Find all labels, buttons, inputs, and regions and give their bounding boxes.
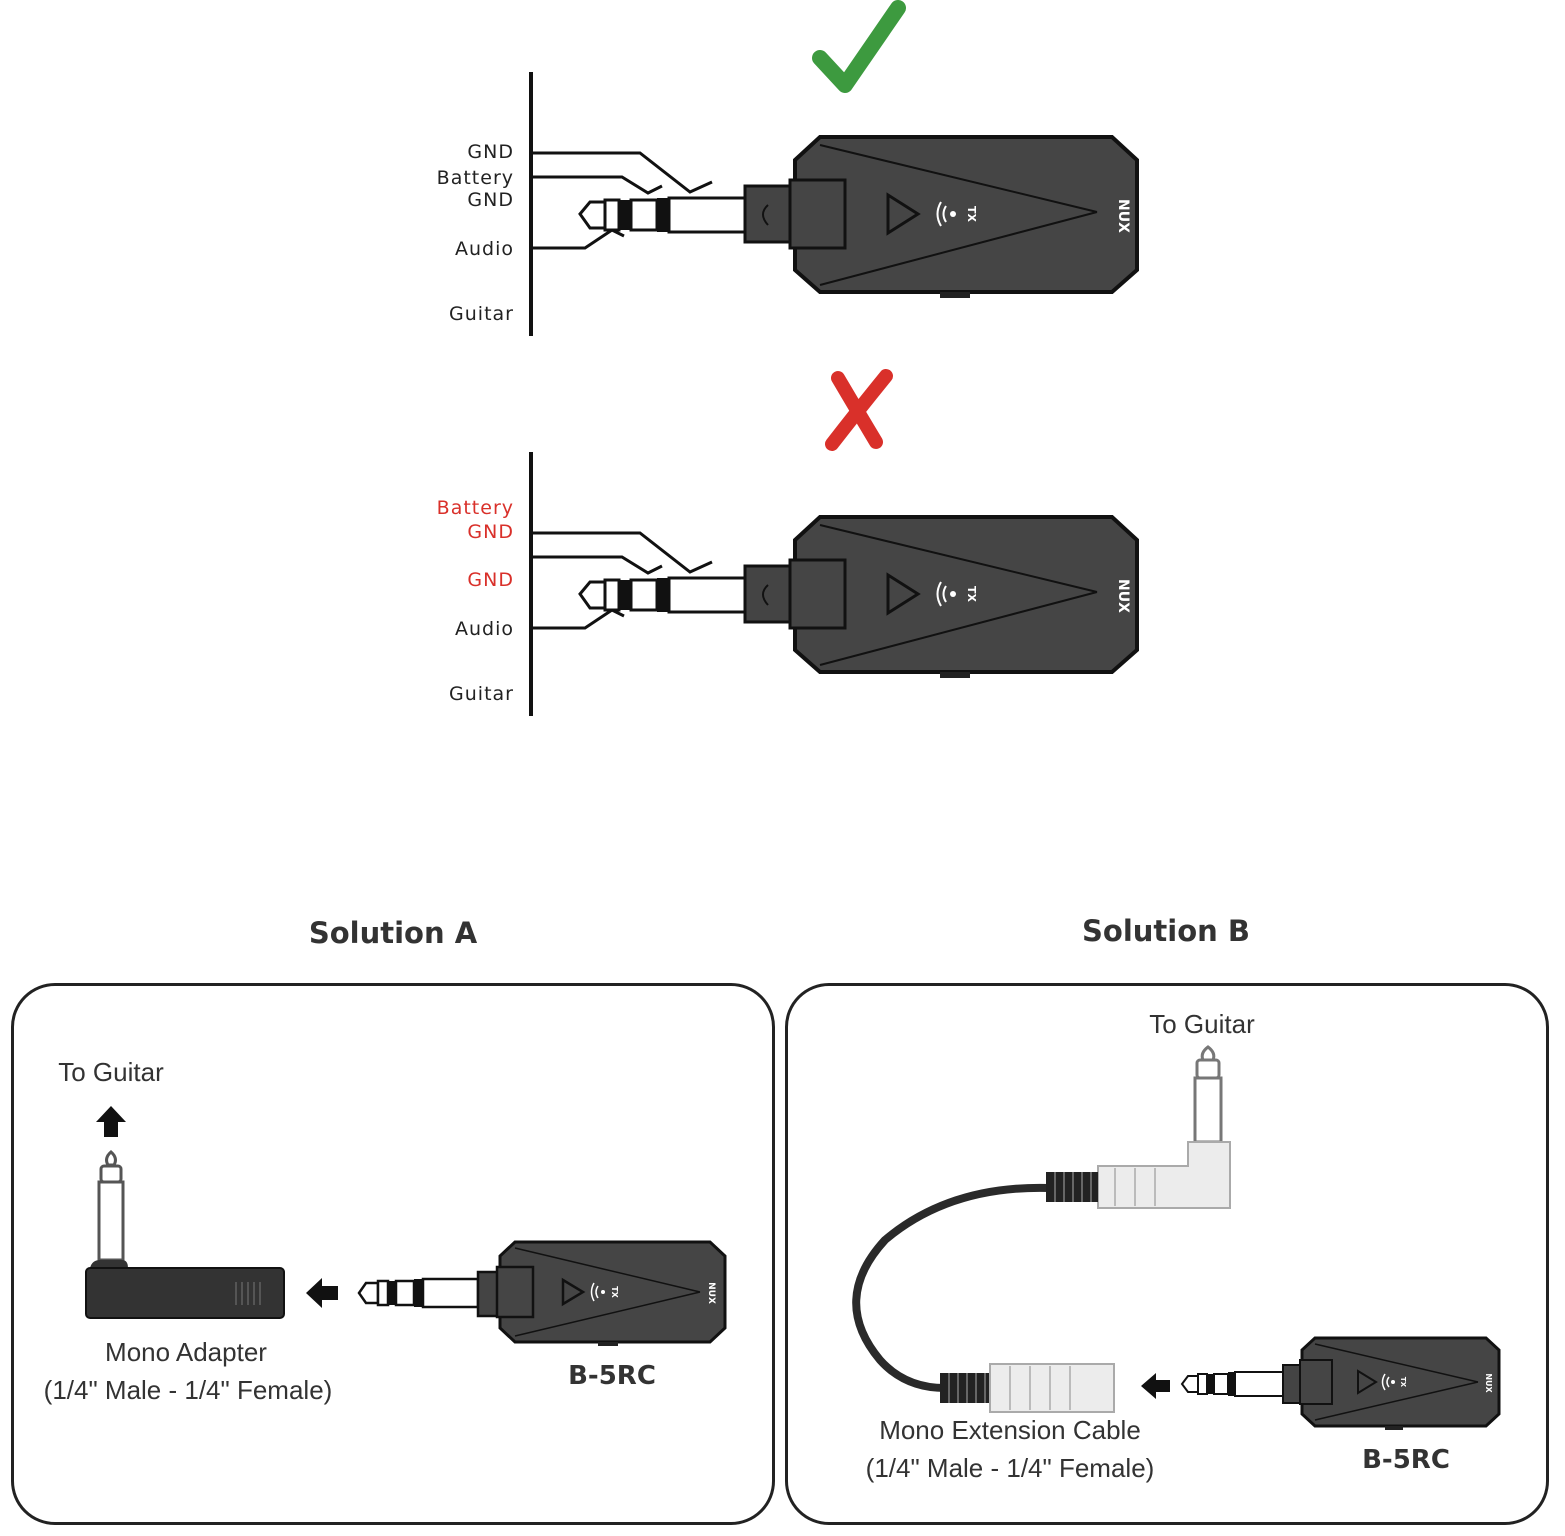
arrow-left-icon <box>1141 1373 1170 1399</box>
b5rc-device: TX NUX <box>476 1240 727 1346</box>
device-brand: NUX <box>1484 1373 1493 1393</box>
device-badge: TX <box>610 1286 619 1298</box>
cross-icon <box>825 369 893 451</box>
incorrect-wiring-diagram: TX NUX <box>529 452 1139 716</box>
correct-label-battery: Battery <box>436 167 514 189</box>
solution-a-to-guitar: To Guitar <box>58 1057 164 1087</box>
incorrect-label-battery-gnd: GND <box>467 521 514 543</box>
correct-label-audio: Audio <box>454 238 514 260</box>
solution-a-device-name: B-5RC <box>568 1361 656 1391</box>
incorrect-label-battery: Battery <box>436 497 514 519</box>
solution-b-title: Solution B <box>1082 914 1250 948</box>
device-brand: NUX <box>1115 199 1131 233</box>
arrow-left-icon <box>306 1278 338 1308</box>
solution-b-cable-spec: (1/4" Male - 1/4" Female) <box>865 1453 1155 1483</box>
incorrect-label-gnd: GND <box>467 569 514 591</box>
solution-a-adapter-spec: (1/4" Male - 1/4" Female) <box>43 1375 333 1405</box>
device-badge: TX <box>1399 1377 1407 1388</box>
correct-label-battery-gnd: GND <box>467 189 514 211</box>
correct-label-guitar: Guitar <box>449 303 514 325</box>
device-brand: NUX <box>706 1282 716 1304</box>
solution-b-to-guitar: To Guitar <box>1149 1009 1255 1039</box>
solution-b-panel <box>785 983 1549 1525</box>
transmitter-device: TX NUX <box>743 135 1139 298</box>
solution-b-device-name: B-5RC <box>1362 1445 1450 1475</box>
incorrect-label-guitar: Guitar <box>449 683 514 705</box>
correct-label-gnd: GND <box>467 141 514 163</box>
solution-a-title: Solution A <box>308 916 478 950</box>
b5rc-device: TX NUX <box>1282 1336 1501 1430</box>
solution-b-cable-name: Mono Extension Cable <box>879 1415 1141 1445</box>
arrow-up-icon <box>96 1106 126 1137</box>
device-badge: TX <box>965 586 978 603</box>
incorrect-label-audio: Audio <box>454 618 514 640</box>
device-brand: NUX <box>1115 579 1131 613</box>
device-badge: TX <box>965 206 978 223</box>
correct-wiring-diagram: TX NUX <box>529 72 1139 336</box>
solution-a-illustration: TX NUX <box>85 1106 727 1346</box>
solution-b-illustration: TX NUX <box>852 1045 1501 1430</box>
transmitter-device: TX NUX <box>743 515 1139 678</box>
check-icon <box>812 0 906 93</box>
solution-a-adapter-name: Mono Adapter <box>105 1337 267 1367</box>
